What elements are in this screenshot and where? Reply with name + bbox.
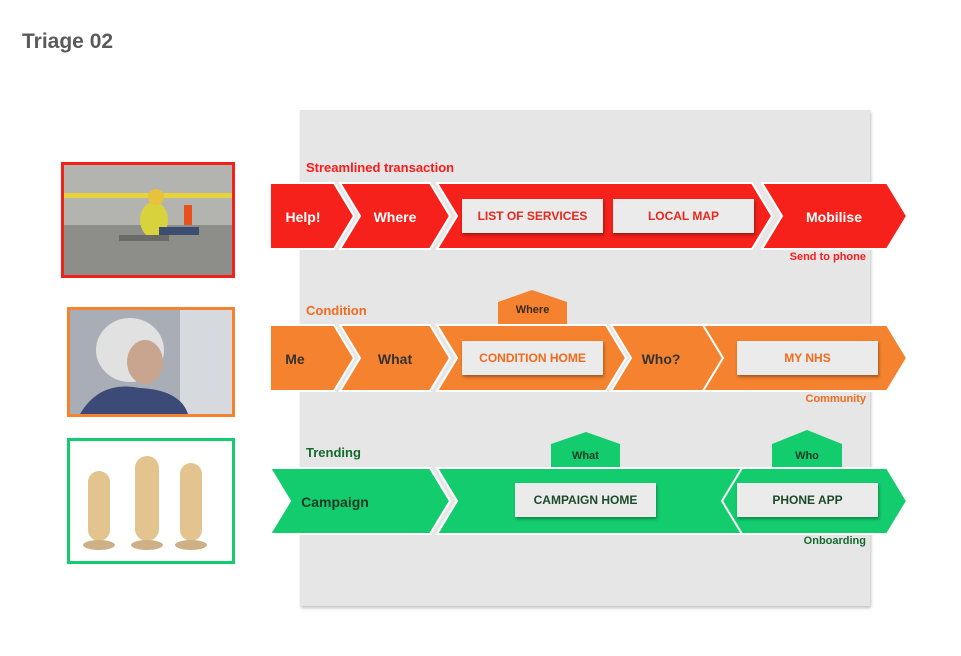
row-label-trending: Trending <box>306 445 361 460</box>
chevron-what <box>338 324 452 392</box>
sub-label-send-to-phone: Send to phone <box>789 251 866 263</box>
row-label-streamlined: Streamlined transaction <box>306 160 455 175</box>
row-label-condition: Condition <box>306 303 367 318</box>
chevron-campaign <box>268 467 452 535</box>
page-title: Triage 02 <box>22 30 114 53</box>
chevron-help <box>269 182 356 250</box>
chevron-label-help: Help! <box>285 209 321 225</box>
chevron-label-where: Where <box>373 209 417 225</box>
chevron-label-campaign: Campaign <box>301 494 369 510</box>
tab-label-who: Who <box>795 450 819 462</box>
phone-app-box[interactable]: PHONE APP <box>737 483 878 517</box>
chevron-label-mobilise: Mobilise <box>805 209 862 225</box>
chevron-label-me: Me <box>285 351 305 367</box>
tab-what <box>551 432 620 470</box>
tab-who <box>772 430 842 470</box>
cartoon-characters-photo <box>67 438 235 564</box>
condition-home-box[interactable]: CONDITION HOME <box>462 341 603 375</box>
chevron-label-who: Who? <box>641 351 681 367</box>
local-map-box[interactable]: LOCAL MAP <box>613 199 754 233</box>
chevron-me <box>269 324 356 392</box>
my-nhs-box[interactable]: MY NHS <box>737 341 878 375</box>
green-row-shapes <box>268 430 909 535</box>
chevron-label-what: What <box>377 351 413 367</box>
tab-label-what: What <box>572 450 599 462</box>
sub-label-onboarding: Onboarding <box>803 535 866 547</box>
construction-worker-photo <box>61 162 235 278</box>
list-of-services-box[interactable]: LIST OF SERVICES <box>462 199 603 233</box>
chevron-mobilise <box>760 182 909 250</box>
tab-where <box>498 290 567 327</box>
elderly-woman-photo <box>67 307 235 417</box>
tab-label-where: Where <box>515 304 550 316</box>
campaign-home-box[interactable]: CAMPAIGN HOME <box>515 483 656 517</box>
sub-label-community: Community <box>805 393 867 405</box>
chevron-where <box>338 182 452 250</box>
